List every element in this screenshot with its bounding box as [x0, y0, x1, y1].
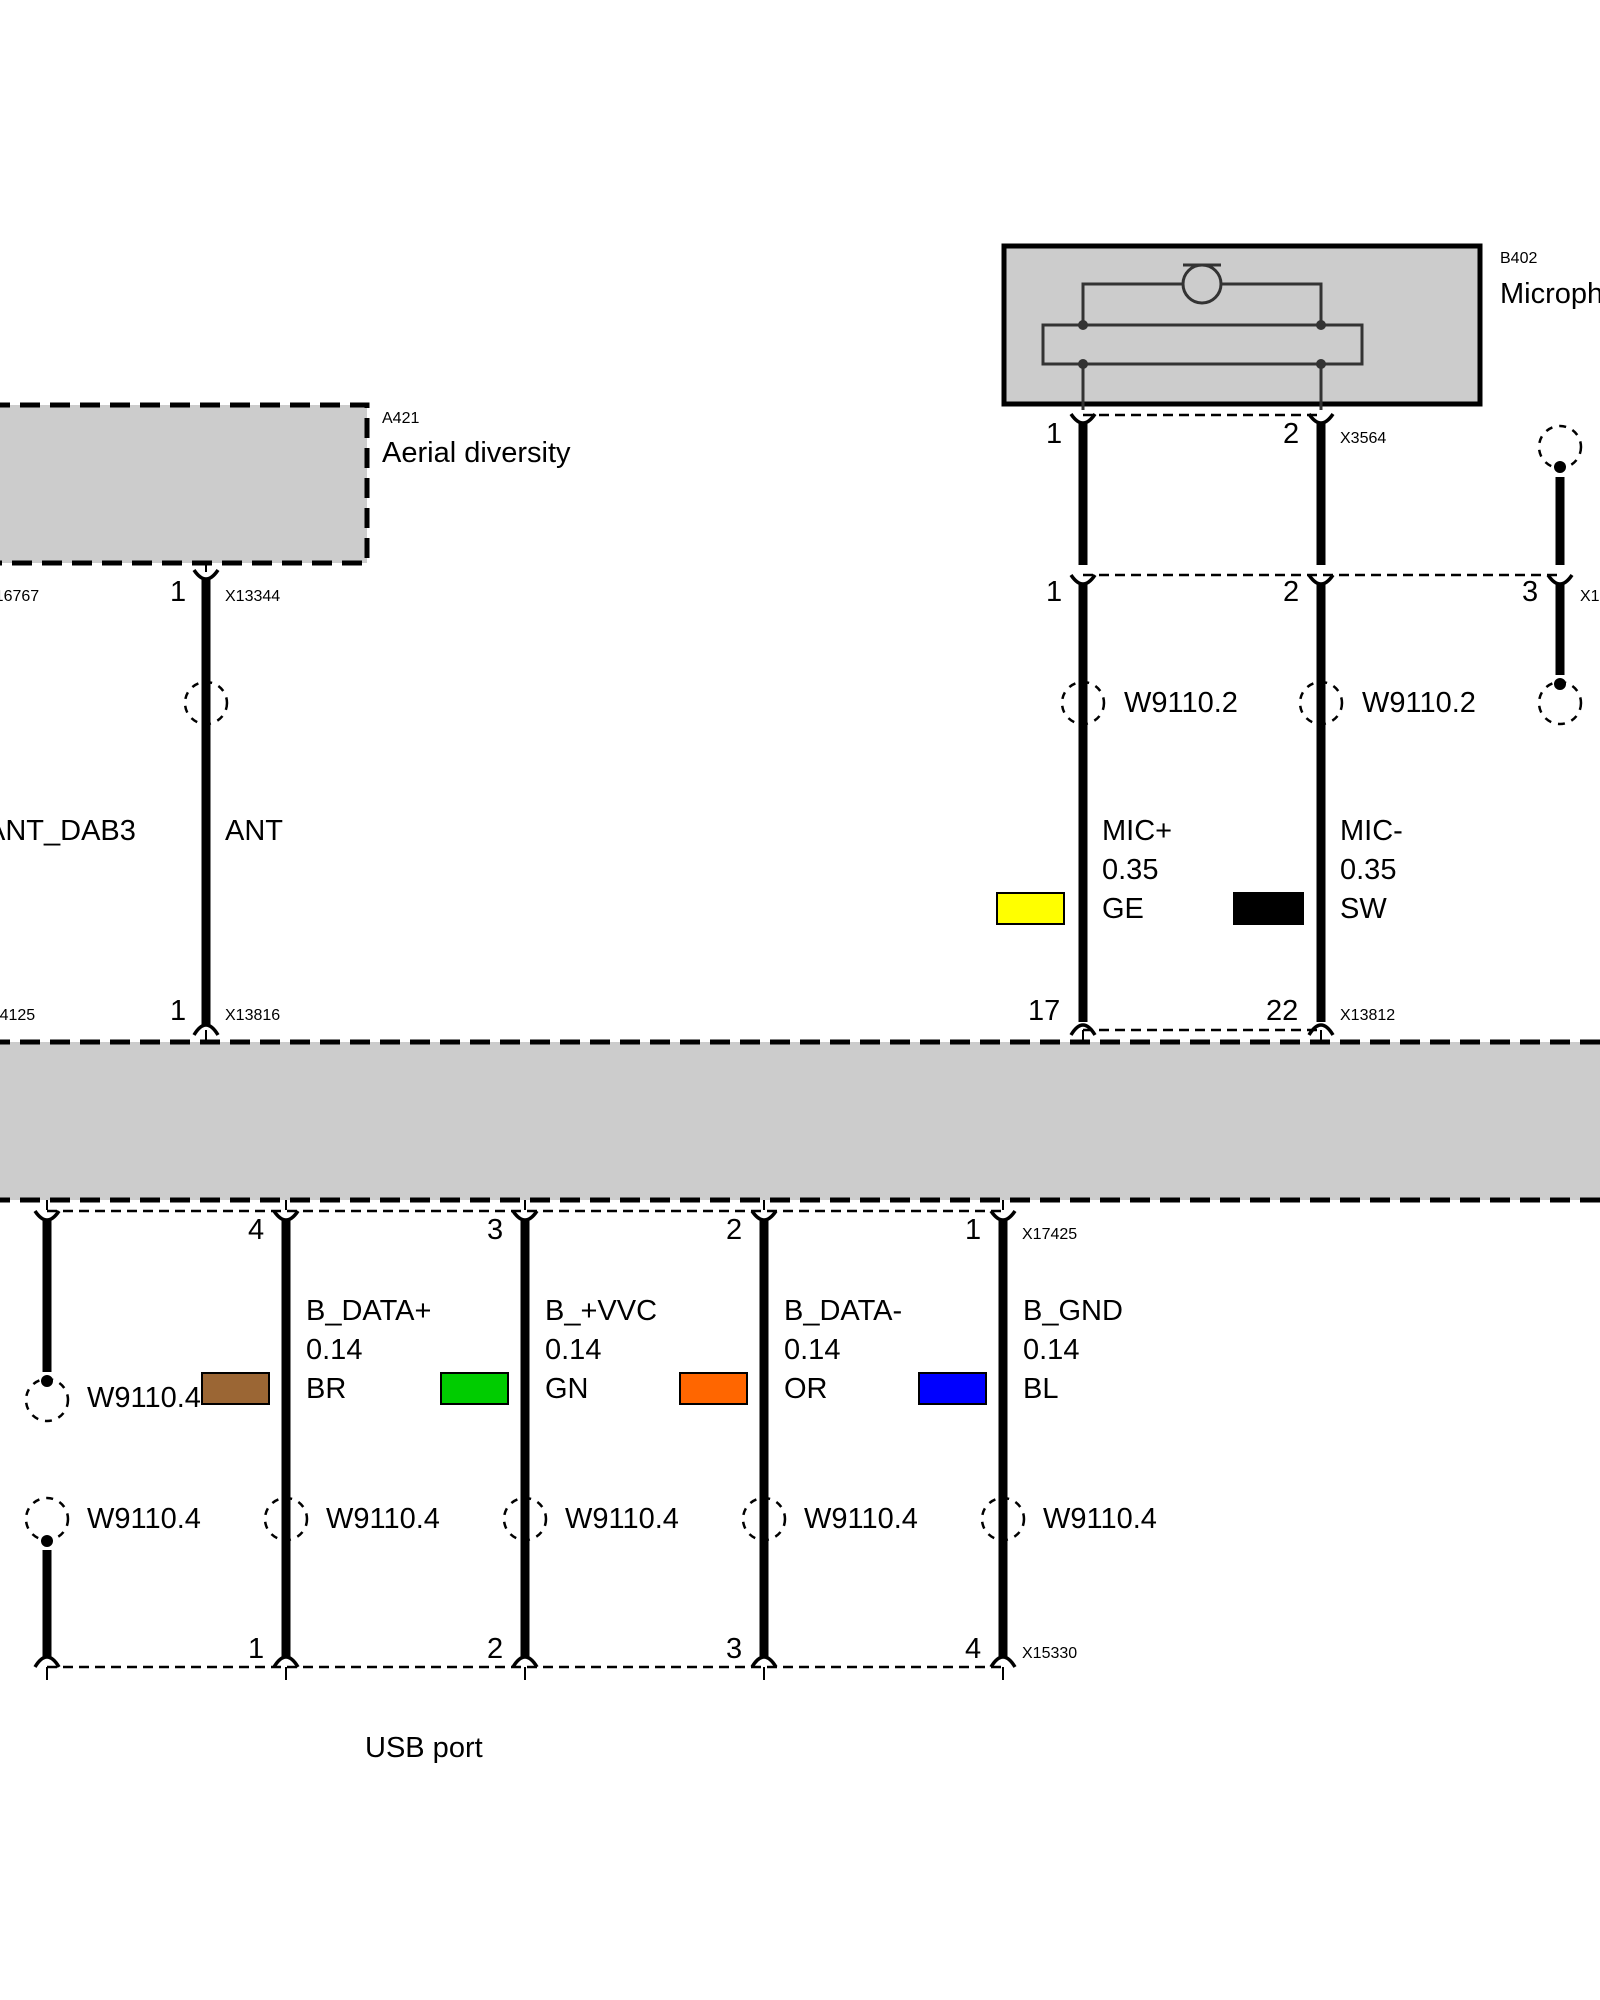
ant-pin-top: 1 — [170, 576, 186, 608]
shield-marker-icon — [183, 680, 229, 726]
usb-signal: B_DATA+ — [306, 1295, 431, 1327]
mic-minus-gauge: 0.35 — [1340, 854, 1396, 886]
control-unit-box[interactable] — [0, 1042, 1600, 1200]
usb-color-swatch — [918, 1372, 987, 1405]
microphone-symbol-icon — [1041, 263, 1364, 410]
usb-color-code: BR — [306, 1373, 346, 1405]
mic-minus-signal: MIC- — [1340, 815, 1403, 847]
mic-minus-shield-label: W9110.2 — [1362, 687, 1476, 719]
mic-plus-color-swatch — [996, 892, 1065, 925]
usb-gauge: 0.14 — [306, 1334, 362, 1366]
mic-plus-signal: MIC+ — [1102, 815, 1172, 847]
wire-usb-4[interactable] — [980, 1200, 1026, 1680]
mic-plus-pin-bottom: 17 — [1028, 995, 1060, 1027]
wire-ant[interactable] — [183, 563, 229, 1042]
connector-x14: X14 — [1580, 588, 1600, 605]
connector-x15330: X15330 — [1022, 1645, 1077, 1662]
usb-pin-top: 2 — [726, 1214, 742, 1246]
connector-x34125: X34125 — [0, 1007, 35, 1024]
usb-shield-label: W9110.4 — [326, 1503, 440, 1535]
wire-mic-shield[interactable] — [1537, 424, 1583, 726]
usb-signal: B_+VVC — [545, 1295, 657, 1327]
usb-shield-label: W9110.4 — [1043, 1503, 1157, 1535]
connector-x17425: X17425 — [1022, 1226, 1077, 1243]
usb-color-code: OR — [784, 1373, 828, 1405]
usb-gauge: 0.14 — [784, 1334, 840, 1366]
mic-shield-pin-mid: 3 — [1522, 576, 1538, 608]
usb-gauge: 0.14 — [545, 1334, 601, 1366]
usb-color-code: GN — [545, 1373, 589, 1405]
mic-minus-color-code: SW — [1340, 893, 1387, 925]
usb-gauge: 0.14 — [1023, 1334, 1079, 1366]
mic-minus-pin-top: 2 — [1283, 418, 1299, 450]
usb-color-swatch — [201, 1372, 270, 1405]
usb-shield-label: W9110.4 — [804, 1503, 918, 1535]
ant-signal: ANT — [225, 815, 283, 847]
mic-plus-gauge: 0.35 — [1102, 854, 1158, 886]
microphone-name: Microphone — [1500, 278, 1600, 310]
mic-plus-color-code: GE — [1102, 893, 1144, 925]
usb-pin-top: 1 — [965, 1214, 981, 1246]
wire-mic-minus[interactable] — [1298, 412, 1344, 1042]
connector-x13812: X13812 — [1340, 1007, 1395, 1024]
usb-pin-top: 4 — [248, 1214, 264, 1246]
mic-plus-shield-label: W9110.2 — [1124, 687, 1238, 719]
ant-pin-bottom: 1 — [170, 995, 186, 1027]
wire-usb-1[interactable] — [263, 1200, 309, 1680]
shield-marker-icon — [263, 1496, 309, 1542]
wire-usb-shield[interactable] — [24, 1200, 70, 1680]
microphone-box[interactable] — [1001, 243, 1483, 410]
usb-shield-label-top: W9110.4 — [87, 1382, 201, 1414]
connector-x3564: X3564 — [1340, 430, 1386, 447]
usb-port-label: USB port — [365, 1732, 483, 1764]
shield-marker-icon — [24, 1377, 70, 1423]
usb-color-swatch — [679, 1372, 748, 1405]
shield-marker-icon — [980, 1496, 1026, 1542]
usb-shield-label: W9110.4 — [565, 1503, 679, 1535]
mic-minus-color-swatch — [1233, 892, 1304, 925]
shield-marker-icon — [1537, 680, 1583, 726]
wire-mic-plus[interactable] — [1060, 412, 1106, 1042]
aerial-diversity-border — [0, 402, 370, 566]
shield-marker-icon — [1060, 680, 1106, 726]
usb-signal: B_GND — [1023, 1295, 1123, 1327]
connector-x13816: X13816 — [225, 1007, 280, 1024]
mic-plus-pin-top: 1 — [1046, 418, 1062, 450]
aerial-diversity-box[interactable] — [0, 405, 367, 563]
shield-marker-icon — [502, 1496, 548, 1542]
microphone-id: B402 — [1500, 250, 1537, 267]
usb-color-swatch — [440, 1372, 509, 1405]
mic-minus-pin-bottom: 22 — [1266, 995, 1298, 1027]
shield-marker-icon — [1298, 680, 1344, 726]
shield-marker-icon — [741, 1496, 787, 1542]
mic-minus-pin-mid: 2 — [1283, 576, 1299, 608]
usb-pin-bottom: 3 — [726, 1633, 742, 1665]
wire-usb-2[interactable] — [502, 1200, 548, 1680]
usb-pin-bottom: 4 — [965, 1633, 981, 1665]
connector-x16767: X16767 — [0, 588, 39, 605]
wire-usb-3[interactable] — [741, 1200, 787, 1680]
usb-pin-bottom: 1 — [248, 1633, 264, 1665]
usb-color-code: BL — [1023, 1373, 1058, 1405]
shield-marker-icon — [24, 1496, 70, 1542]
aerial-name: Aerial diversity — [382, 437, 571, 469]
ant-dab3-signal: ANT_DAB3 — [0, 815, 136, 847]
mic-plus-pin-mid: 1 — [1046, 576, 1062, 608]
usb-signal: B_DATA- — [784, 1295, 902, 1327]
aerial-id: A421 — [382, 410, 419, 427]
usb-shield-label-bottom: W9110.4 — [87, 1503, 201, 1535]
connector-x13344: X13344 — [225, 588, 280, 605]
usb-wire-group: 4B_DATA+0.14BRW9110.413B_+VVC0.14GNW9110… — [201, 1200, 1157, 1680]
usb-pin-bottom: 2 — [487, 1633, 503, 1665]
usb-pin-top: 3 — [487, 1214, 503, 1246]
